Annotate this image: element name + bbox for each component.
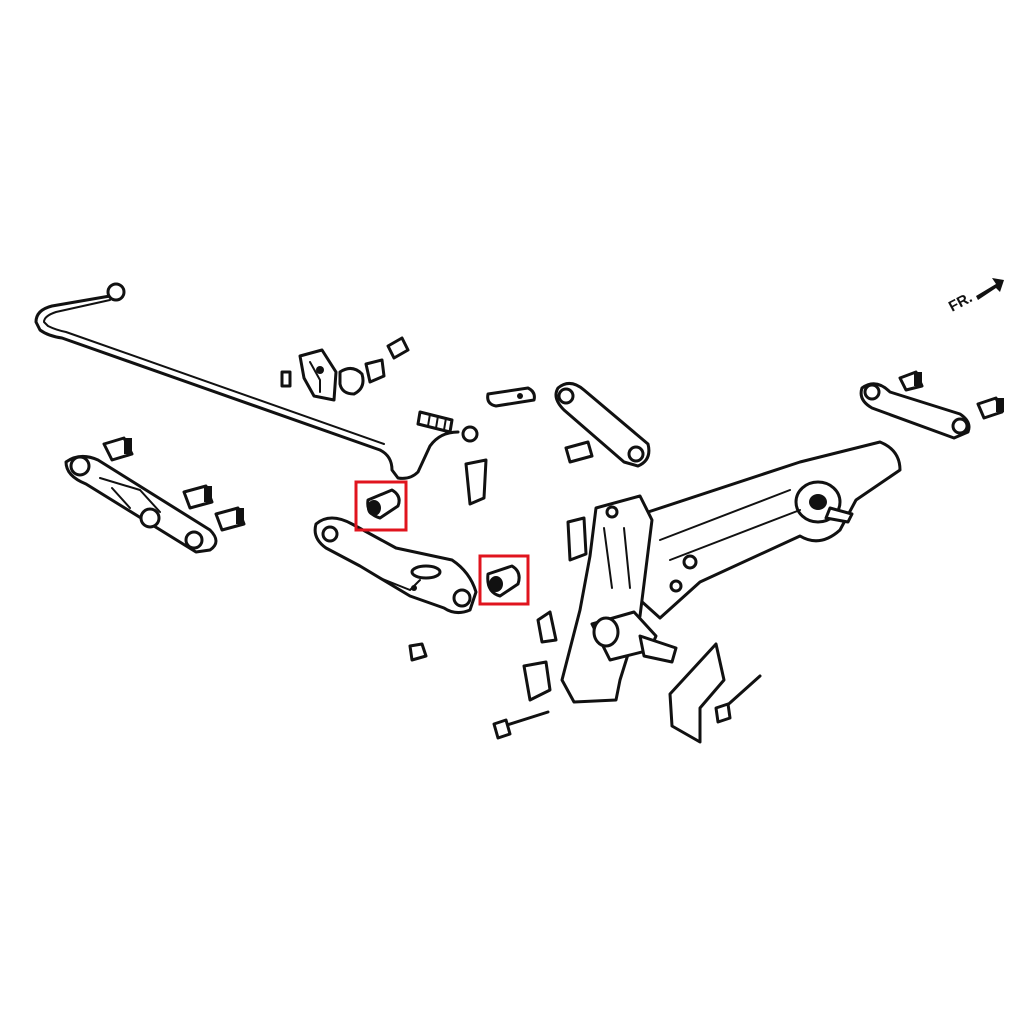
arrow-right-icon <box>976 278 1004 300</box>
trailing-link-arm <box>64 455 218 554</box>
trailing-arm <box>634 440 902 620</box>
direction-label: FR. <box>946 289 975 315</box>
upper-link-arm <box>554 382 651 468</box>
side-bracket <box>668 642 726 744</box>
link-pin-upper <box>486 386 536 408</box>
spring-pin <box>416 410 454 434</box>
brake-bracket <box>536 610 558 644</box>
wheel-spindle <box>638 634 678 664</box>
lower-bolt <box>492 710 550 740</box>
stabilizer-link <box>464 458 488 506</box>
bushing-set-left <box>102 436 246 532</box>
highlighted-bushing-lower <box>478 554 530 606</box>
right-bolt <box>714 674 762 724</box>
stabilizer-bracket <box>280 336 410 402</box>
lower-control-arm <box>313 516 478 615</box>
stabilizer-end-link-right <box>461 425 479 443</box>
bracket-nut <box>386 336 410 360</box>
stabilizer-bushing <box>338 367 365 396</box>
highlight-box-lower <box>478 554 530 606</box>
bushing-set-right <box>898 370 1004 420</box>
bracket-bolt <box>280 370 292 388</box>
compensator-arm <box>859 382 971 440</box>
stabilizer-bar <box>34 282 479 480</box>
knuckle <box>560 494 678 704</box>
knuckle-bracket <box>566 516 588 562</box>
highlighted-bushing-upper <box>354 480 408 532</box>
stabilizer-end-link-left <box>106 282 126 302</box>
small-nut <box>408 642 428 662</box>
highlight-box-upper <box>354 480 408 532</box>
upper-arm-bushing <box>564 440 594 464</box>
mount-plate <box>522 660 552 702</box>
front-direction-indicator: FR. <box>946 278 1004 316</box>
